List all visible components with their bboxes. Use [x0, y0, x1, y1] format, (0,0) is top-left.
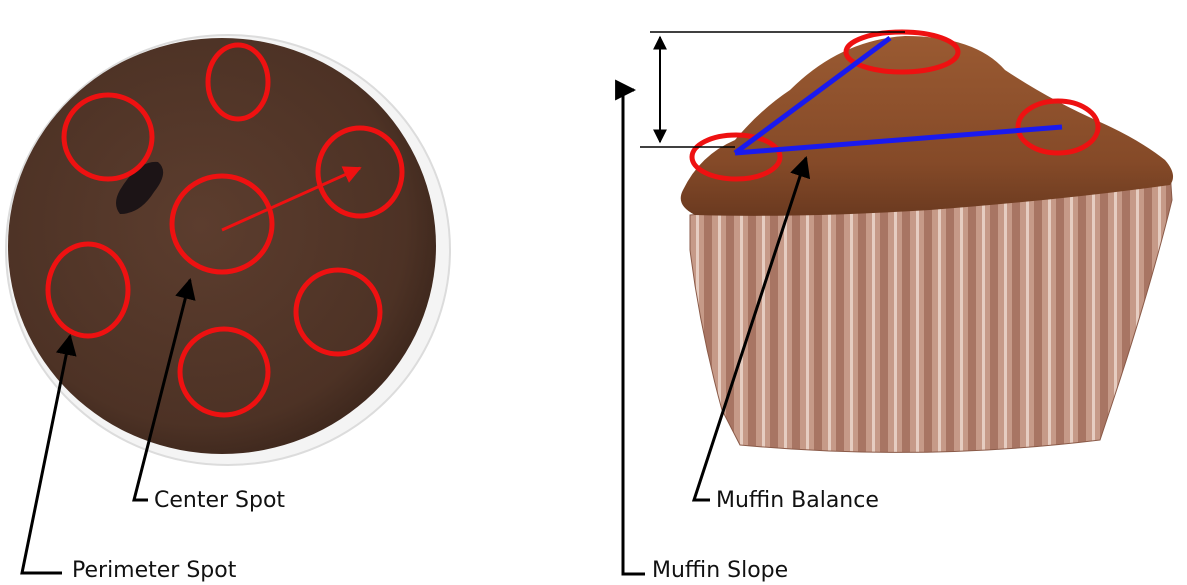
muffin-side-view	[681, 36, 1173, 452]
center-spot-label: Center Spot	[154, 490, 285, 512]
perimeter-spot-label: Perimeter Spot	[72, 560, 236, 582]
muffin-slope-label: Muffin Slope	[652, 560, 788, 582]
muffin-slope-leader	[623, 90, 645, 574]
muffin-balance-label: Muffin Balance	[716, 490, 879, 512]
